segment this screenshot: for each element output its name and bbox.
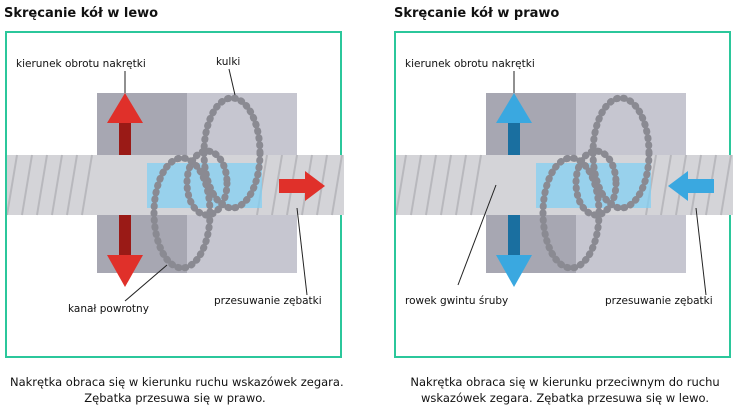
label-rack-shift: przesuwanie zębatki xyxy=(604,295,714,307)
right-caption-line-2: wskazówek zegara. Zębatka przesuwa się w… xyxy=(421,391,709,405)
right-caption-line-1: Nakrętka obraca się w kierunku przeciwny… xyxy=(410,375,720,389)
label-nut-rotation: kierunek obrotu nakrętki xyxy=(404,58,536,70)
label-nut-rotation: kierunek obrotu nakrętki xyxy=(15,58,147,70)
left-mechanism-illustration xyxy=(7,68,344,302)
left-title: Skręcanie kół w lewo xyxy=(4,6,159,21)
nut-rotation-arrow-down xyxy=(107,215,143,287)
rack-shift-arrow-right xyxy=(279,171,325,201)
leader-lines xyxy=(124,68,308,302)
left-caption-line-1: Nakrętka obraca się w kierunku ruchu wsk… xyxy=(10,375,344,389)
left-diagram-panel: kierunek obrotu nakrętki kulki kanał pow… xyxy=(5,31,344,358)
left-caption: Nakrętka obraca się w kierunku ruchu wsk… xyxy=(10,374,344,406)
left-caption-line-2: Zębatka przesuwa się w prawo. xyxy=(84,391,266,405)
nut-rotation-arrow-up xyxy=(496,93,532,155)
right-mechanism-illustration xyxy=(396,71,733,296)
nut-rotation-arrow-down xyxy=(496,215,532,287)
label-balls: kulki xyxy=(215,56,242,68)
right-caption: Nakrętka obraca się w kierunku przeciwny… xyxy=(400,374,730,406)
label-rack-shift: przesuwanie zębatki xyxy=(213,295,323,307)
label-thread-groove: rowek gwintu śruby xyxy=(404,295,510,307)
right-diagram-panel: kierunek obrotu nakrętki rowek gwintu śr… xyxy=(394,31,733,358)
ball-chain xyxy=(539,94,653,272)
ball-chain xyxy=(150,94,264,272)
nut-rotation-arrow-up xyxy=(107,93,143,155)
right-title: Skręcanie kół w prawo xyxy=(394,6,560,21)
label-return-channel: kanał powrotny xyxy=(67,303,150,315)
rack-shift-arrow-left xyxy=(668,171,714,201)
leader-lines xyxy=(457,71,707,296)
